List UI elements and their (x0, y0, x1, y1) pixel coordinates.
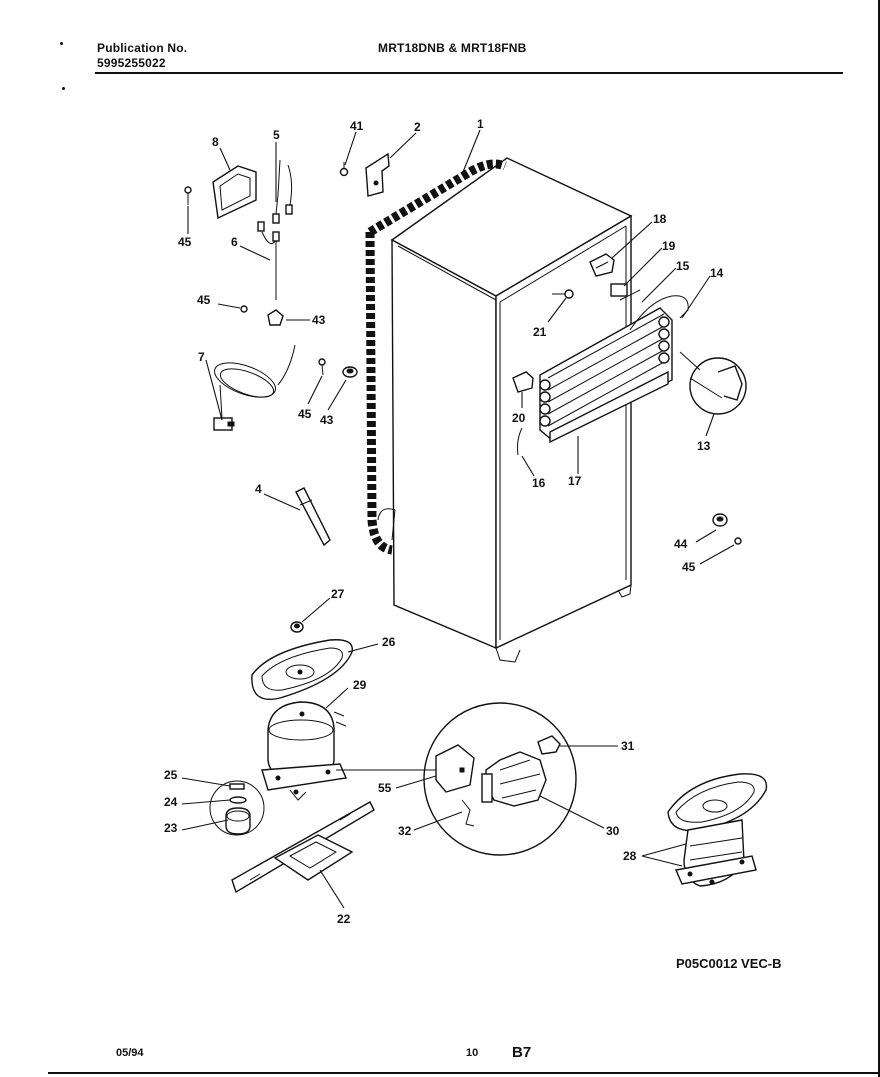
callout-45: 45 (682, 560, 696, 574)
callout-27: 27 (331, 587, 345, 601)
screw-part (552, 289, 574, 299)
callout-30: 30 (606, 824, 620, 838)
callout-6: 6 (231, 235, 238, 249)
connector-part (512, 371, 534, 393)
callout-28: 28 (623, 849, 637, 863)
condenser-coil (365, 159, 507, 555)
callout-55: 55 (378, 781, 392, 795)
page-frame-right (878, 0, 880, 1077)
callout-25: 25 (164, 768, 178, 782)
callout-22: 22 (337, 912, 351, 926)
page-frame-bottom (48, 1072, 880, 1074)
callout-8: 8 (212, 135, 219, 149)
screw-part (339, 162, 349, 177)
drain-pan-part (251, 639, 354, 700)
base-plate-part (231, 801, 375, 894)
bracket-part (365, 152, 390, 197)
callout-20: 20 (512, 411, 526, 425)
model-numbers: MRT18DNB & MRT18FNB (378, 41, 527, 55)
publication-number: 5995255022 (97, 56, 166, 70)
clip-part (589, 253, 628, 297)
margin-mark (62, 87, 65, 90)
callout-5: 5 (273, 128, 280, 142)
grommet-part (342, 366, 358, 378)
compressor-part (261, 701, 347, 801)
header-rule (95, 72, 843, 74)
margin-mark (60, 42, 63, 45)
callout-1: 1 (477, 117, 484, 131)
callout-13: 13 (697, 439, 711, 453)
callout-24: 24 (164, 795, 178, 809)
callout-17: 17 (568, 474, 582, 488)
callout-26: 26 (382, 635, 396, 649)
callout-7: 7 (198, 350, 205, 364)
tube-part (619, 289, 689, 331)
callout-45: 45 (298, 407, 312, 421)
callout-21: 21 (533, 325, 547, 339)
callout-41: 41 (350, 119, 364, 133)
cover-plate-part (212, 165, 257, 220)
drawing-code: P05C0012 VEC-B (676, 956, 782, 971)
mounting-grommet-detail (209, 780, 265, 836)
callout-18: 18 (653, 212, 667, 226)
wire-harness-part (257, 159, 293, 326)
tube-bracket-part (295, 487, 331, 547)
screw-part (184, 186, 326, 376)
callout-16: 16 (532, 476, 546, 490)
tube-part (517, 427, 523, 456)
callout-45: 45 (197, 293, 211, 307)
callout-2: 2 (414, 120, 421, 134)
callout-31: 31 (621, 739, 635, 753)
grommet-part (712, 513, 742, 545)
callout-4: 4 (255, 482, 262, 496)
grommet-part (290, 621, 304, 633)
callout-labels: 1 2 41 5 8 45 6 45 43 7 45 43 4 18 19 15… (164, 117, 724, 926)
callout-44: 44 (674, 537, 688, 551)
leader-lines (181, 129, 735, 909)
callout-43: 43 (320, 413, 334, 427)
callout-45: 45 (178, 235, 192, 249)
callout-19: 19 (662, 239, 676, 253)
footer-page-number: 10 (466, 1047, 479, 1059)
callout-29: 29 (353, 678, 367, 692)
electrical-detail-circle (423, 702, 577, 856)
callout-43: 43 (312, 313, 326, 327)
power-cord-part (213, 344, 296, 431)
callout-14: 14 (710, 266, 724, 280)
detail-circle (679, 351, 747, 415)
callout-32: 32 (398, 824, 412, 838)
callout-15: 15 (676, 259, 690, 273)
publication-label: Publication No. (97, 41, 188, 55)
footer-section: B7 (512, 1044, 532, 1061)
footer-date: 05/94 (116, 1047, 144, 1059)
rear-condenser-part (539, 307, 673, 444)
compressor-assembly-part (667, 773, 768, 887)
callout-23: 23 (164, 821, 178, 835)
